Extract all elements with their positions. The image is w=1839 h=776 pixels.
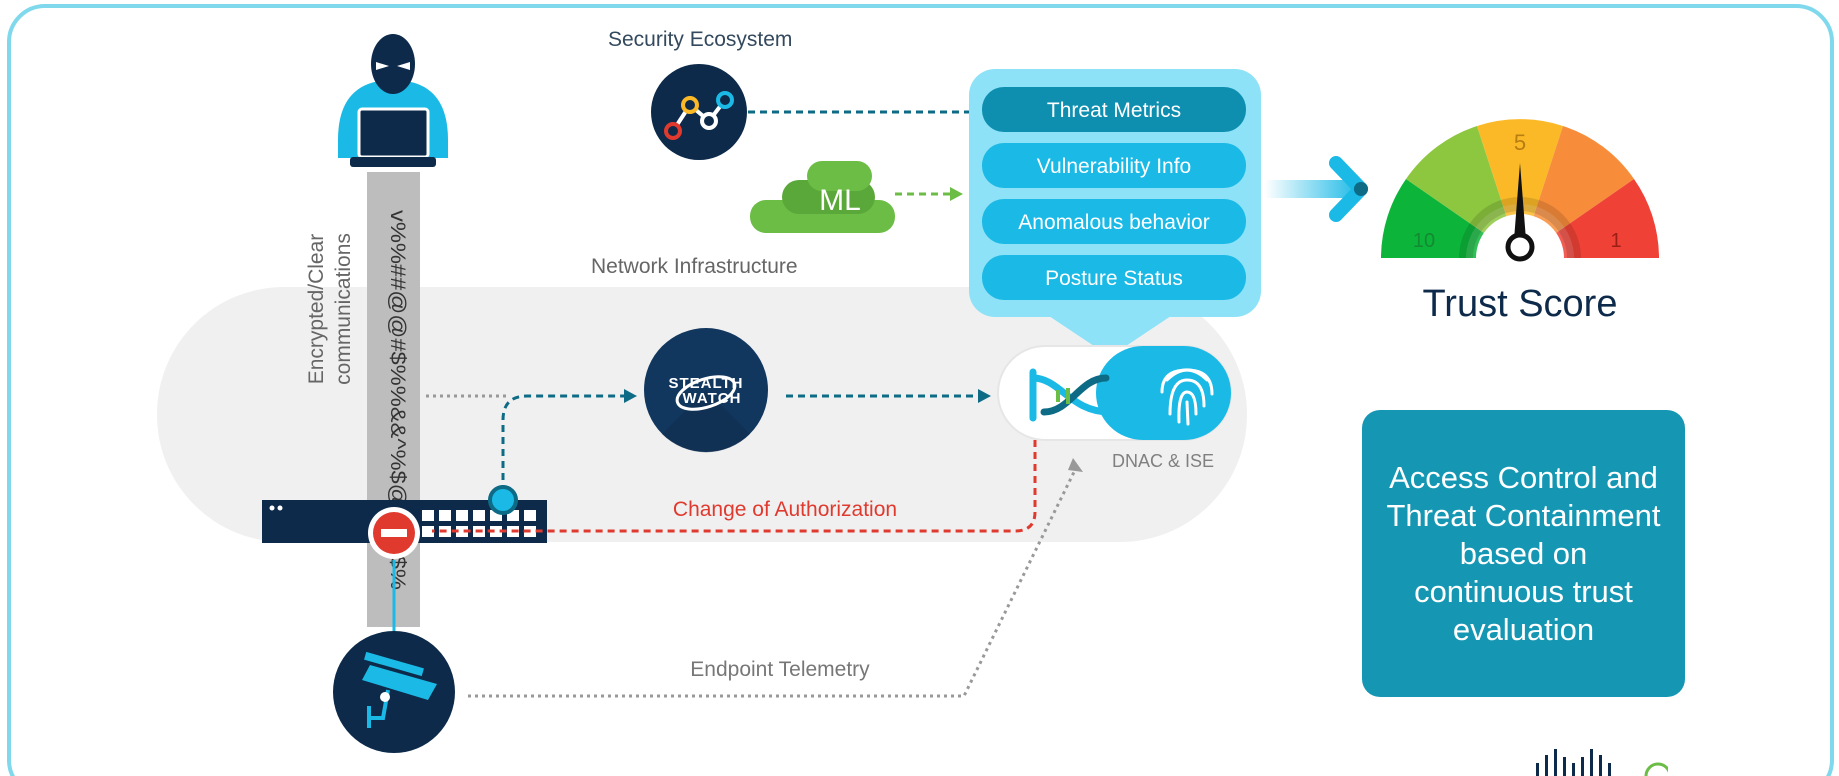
trust-score-label: Trust Score [1423, 283, 1618, 325]
network-infrastructure-label: Network Infrastructure [591, 255, 798, 278]
ml-arrowhead [950, 187, 963, 201]
trust-arrow-shaft [1265, 180, 1361, 198]
gauge-needle [1505, 163, 1535, 262]
outer-frame [7, 4, 1834, 776]
netflow-tap-icon [488, 485, 518, 515]
stealthwatch-label-line2: WATCH [683, 390, 742, 407]
dnac-ise-label: DNAC & ISE [1112, 451, 1214, 471]
endpoint-telemetry-arrowhead [1068, 458, 1083, 472]
gauge-label-10: 10 [1413, 230, 1435, 252]
gauge-label-5: 5 [1514, 130, 1526, 155]
access-control-box: Access Control and Threat Containment ba… [1362, 410, 1685, 697]
endpoint-telemetry-path [468, 467, 1078, 698]
camera-icon [333, 631, 455, 753]
endpoint-telemetry-label: Endpoint Telemetry [690, 658, 870, 681]
ecosystem-graph-icon [651, 64, 747, 160]
encrypted-label-line1: Encrypted/Clear [305, 234, 328, 385]
dna-icon [1029, 368, 1114, 422]
metric-vulnerability-info[interactable]: Vulnerability Info [982, 143, 1246, 188]
security-ecosystem-label: Security Ecosystem [608, 28, 792, 51]
cisco-logo-icon [1536, 749, 1668, 776]
netflow-arrowhead [624, 389, 637, 403]
ml-cloud-icon [750, 161, 895, 233]
encrypted-label-line2: communications [332, 233, 355, 385]
coa-path [432, 440, 1037, 533]
stealthwatch-label-line1: STEALTH [668, 375, 743, 392]
svg-text:Posture Status: Posture Status [1045, 267, 1183, 290]
stealthwatch-arrowhead [978, 389, 991, 403]
svg-text:Threat Metrics: Threat Metrics [1047, 99, 1181, 122]
laptop-icon [350, 107, 436, 167]
stealthwatch-icon [644, 328, 768, 453]
netflow-path [501, 394, 626, 492]
encrypted-data-stream: v%%##@@#$%%&&^%$@@@$% [386, 210, 409, 590]
gauge-label-1: 1 [1610, 230, 1621, 252]
svg-text:Anomalous behavior: Anomalous behavior [1018, 211, 1209, 234]
dnac-ise-pill [997, 345, 1232, 441]
block-icon [368, 507, 420, 559]
svg-text:Vulnerability Info: Vulnerability Info [1037, 155, 1191, 178]
fingerprint-icon [1160, 368, 1214, 426]
ml-label: ML [819, 184, 861, 217]
metric-posture-status[interactable]: Posture Status [982, 255, 1246, 300]
metric-anomalous-behavior[interactable]: Anomalous behavior [982, 199, 1246, 244]
coa-label: Change of Authorization [673, 498, 897, 521]
metric-threat-metrics[interactable]: Threat Metrics [982, 87, 1246, 132]
